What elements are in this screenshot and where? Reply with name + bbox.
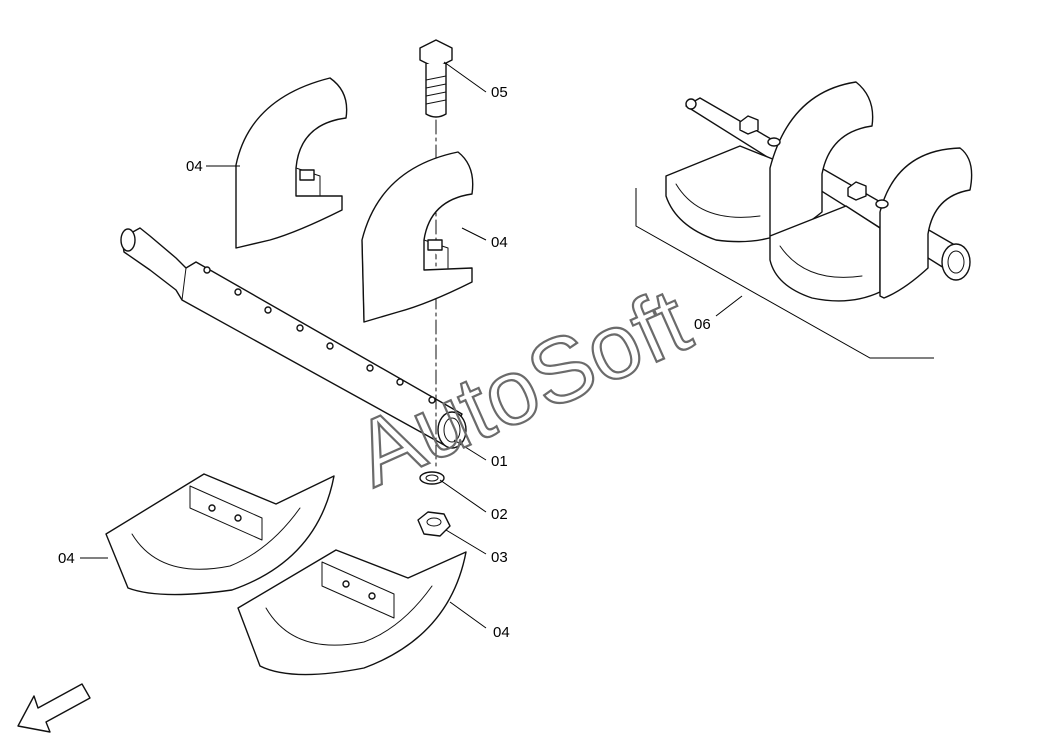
callout-label-04-top-center: 04 bbox=[491, 234, 508, 251]
assembly-part-06 bbox=[665, 81, 973, 302]
shaft-part-01 bbox=[120, 227, 467, 449]
nut-part-03 bbox=[417, 511, 451, 537]
callout-label-02: 02 bbox=[491, 506, 508, 523]
callout-label-04-bottom-center: 04 bbox=[493, 624, 510, 641]
callout-label-05: 05 bbox=[491, 84, 508, 101]
callout-label-04-bottom-left: 04 bbox=[58, 550, 75, 567]
direction-arrow-icon bbox=[17, 683, 91, 733]
lower-segment-part-04-center bbox=[237, 549, 467, 676]
upper-segment-part-04-center bbox=[361, 151, 474, 323]
washer-part-02 bbox=[419, 471, 445, 485]
callout-label-01: 01 bbox=[491, 453, 508, 470]
bolt-part-05 bbox=[419, 39, 453, 471]
leader-lines bbox=[80, 61, 934, 629]
callout-label-06: 06 bbox=[694, 316, 711, 333]
upper-segment-part-04-left bbox=[235, 77, 348, 249]
callout-label-03: 03 bbox=[491, 549, 508, 566]
callout-label-04-top-left: 04 bbox=[186, 158, 203, 175]
lower-segment-part-04-left bbox=[105, 473, 335, 596]
